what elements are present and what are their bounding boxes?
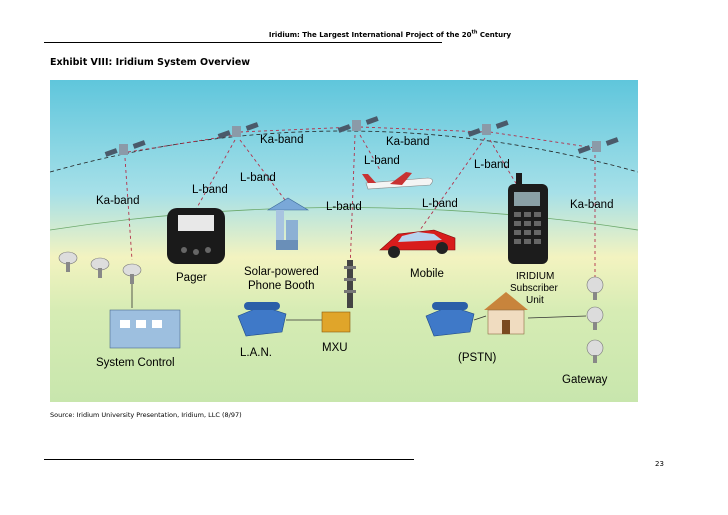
node-label: (PSTN) [458,352,497,364]
header-rule [44,42,442,43]
node-label: Phone Booth [248,280,315,292]
node-label: Unit [526,295,544,306]
lan-phone-icon [238,302,286,336]
pager-icon [167,208,225,264]
band-label: L-band [474,159,510,171]
band-label: Ka-band [386,136,429,148]
band-label: L-band [240,172,276,184]
node-label: Pager [176,272,207,284]
page-number: 23 [655,460,664,468]
node-label: IRIDIUM [516,271,554,282]
header-title-pre: Iridium: The Largest International Proje… [269,31,472,39]
header-title-post: Century [477,31,511,39]
band-label: L-band [326,201,362,213]
band-label: L-band [422,198,458,210]
node-label: MXU [322,342,348,354]
node-label: Gateway [562,374,608,386]
band-label: L-band [192,184,228,196]
band-label: L-band [364,155,400,167]
band-label: Ka-band [96,195,139,207]
mxu-icon [322,312,350,332]
node-label: Solar-powered [244,266,319,278]
iridium-system-diagram: Ka-band Ka-band Ka-band Ka-band L-band L… [50,80,638,402]
exhibit-title: Exhibit VIII: Iridium System Overview [50,57,250,68]
gateway-dishes-icon [587,277,603,363]
footer-rule [44,459,414,460]
band-label: Ka-band [570,199,613,211]
band-label: Ka-band [260,134,303,146]
running-header: Iridium: The Largest International Proje… [0,30,728,39]
node-label: Subscriber [510,283,558,294]
source-note: Source: Iridium University Presentation,… [50,411,242,419]
subscriber-phone-icon [508,173,548,264]
node-label: System Control [96,357,175,369]
pstn-phone-icon [426,302,474,336]
node-label: L.A.N. [240,347,272,359]
node-label: Mobile [410,268,444,280]
